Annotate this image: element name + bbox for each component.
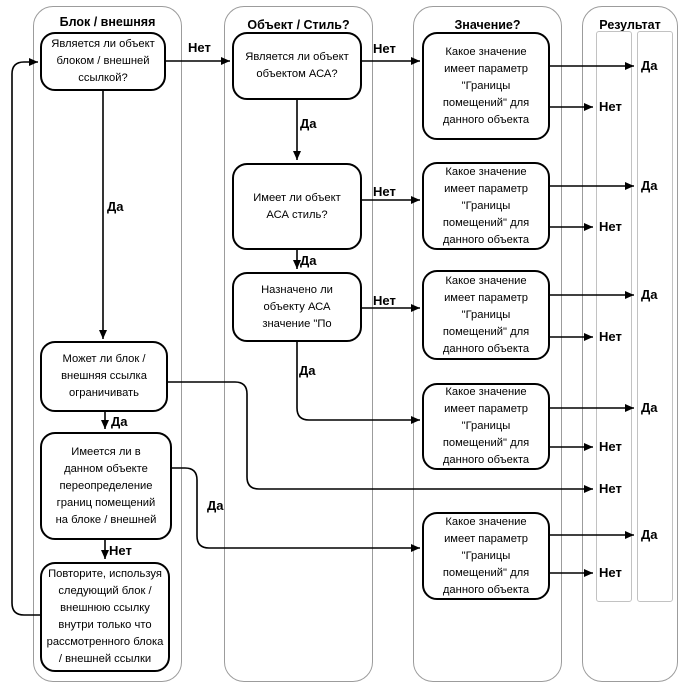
node-repeat-instruction: Повторите, используя следующий блок / вн… xyxy=(40,562,170,672)
edge-label-a3-yes: Да xyxy=(207,498,224,513)
result-label-c3-yes: Да xyxy=(641,287,658,302)
node-has-aca-style-question: Имеет ли объект АСА стиль? xyxy=(232,163,362,250)
edge-label-b3-yes: Да xyxy=(299,363,316,378)
node-is-aca-object-question: Является ли объект объектом АСА? xyxy=(232,32,362,100)
node-is-block-xref-question: Является ли объект блоком / внешней ссыл… xyxy=(40,32,166,91)
result-label-c3-no: Нет xyxy=(599,329,622,344)
result-label-c4-yes: Да xyxy=(641,400,658,415)
lane-object-style: Объект / Стиль? xyxy=(224,6,373,682)
result-label-c2-yes: Да xyxy=(641,178,658,193)
result-label-c5-yes: Да xyxy=(641,527,658,542)
result-label-c4-no: Нет xyxy=(599,439,622,454)
node-has-override-question: Имеется ли в данном объекте переопределе… xyxy=(40,432,172,540)
edge-label-a1-yes: Да xyxy=(107,199,124,214)
node-can-block-constrain-question: Может ли блок / внешняя ссылка ограничив… xyxy=(40,341,168,412)
edge-label-a2-yes: Да xyxy=(111,414,128,429)
edge-label-b2-yes: Да xyxy=(300,253,317,268)
node-value-question-5: Какое значение имеет параметр "Границы п… xyxy=(422,512,550,600)
result-yes-column xyxy=(637,31,673,602)
node-value-question-2: Какое значение имеет параметр "Границы п… xyxy=(422,162,550,250)
node-value-question-1: Какое значение имеет параметр "Границы п… xyxy=(422,32,550,140)
result-label-c5-no: Нет xyxy=(599,565,622,580)
result-label-c1-yes: Да xyxy=(641,58,658,73)
edge-label-b1-no: Нет xyxy=(373,41,396,56)
lane-value-title: Значение? xyxy=(454,18,521,32)
edge-label-b2-no: Нет xyxy=(373,184,396,199)
result-no-column xyxy=(596,31,632,602)
result-label-a2-no: Нет xyxy=(599,481,622,496)
node-assigned-default-question: Назначено ли объекту АСА значение "По xyxy=(232,272,362,342)
result-label-c1-no: Нет xyxy=(599,99,622,114)
result-label-c2-no: Нет xyxy=(599,219,622,234)
node-value-question-3: Какое значение имеет параметр "Границы п… xyxy=(422,270,550,360)
edge-label-a1-no: Нет xyxy=(188,40,211,55)
edge-label-a3-no: Нет xyxy=(109,543,132,558)
edge-label-b3-no: Нет xyxy=(373,293,396,308)
node-value-question-4: Какое значение имеет параметр "Границы п… xyxy=(422,383,550,470)
edge-label-b1-yes: Да xyxy=(300,116,317,131)
lane-result-title: Результат xyxy=(599,18,661,32)
lane-object-style-title: Объект / Стиль? xyxy=(247,18,350,32)
